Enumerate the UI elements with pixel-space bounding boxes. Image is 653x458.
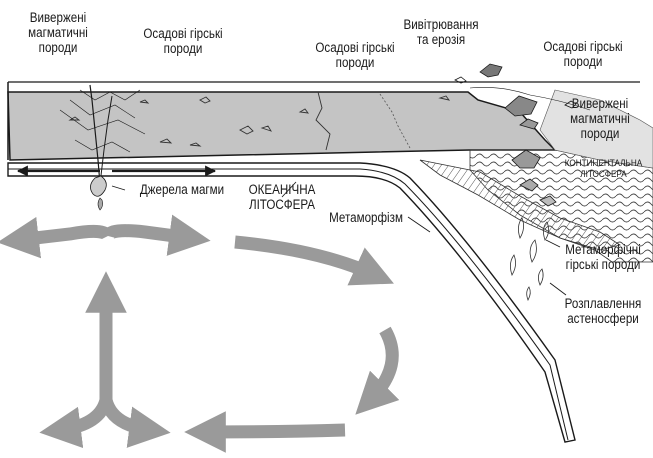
label-volcanic-left: Виверженi магматичнi породи <box>17 10 100 55</box>
label-melting: Розплавлення астеносфери <box>560 296 646 326</box>
convection-arrow-bottom-center-right <box>106 400 150 430</box>
label-volcanic-right: Виверженi магматичнi породи <box>557 96 643 141</box>
convection-arrow-left-up <box>18 231 108 240</box>
convection-arrow-right-down <box>370 330 392 400</box>
convection-arrow-bottom-left <box>205 430 345 432</box>
label-magma-sources: Джерела магми <box>132 182 232 197</box>
label-sedimentary-3: Осадовi гiрськi породи <box>527 39 639 69</box>
convection-arrow-right-up <box>108 231 190 238</box>
convection-arrow-bottom-center-left <box>60 400 106 430</box>
label-metamorphism: Метаморфiзм <box>325 210 408 225</box>
label-sedimentary-1: Осадовi гiрськi породи <box>127 26 239 56</box>
label-continental: КОНТИНЕНТАЛЬНА ЛIТОСФЕРА <box>561 158 646 180</box>
label-weathering: Вивiтрювання та ерозiя <box>394 17 489 47</box>
convection-arrows <box>18 231 392 432</box>
label-oceanic: ОКЕАНIЧНА ЛIТОСФЕРА <box>239 182 325 212</box>
label-metamorphic-rocks: Метаморфiчнi гiрськi породи <box>560 242 646 272</box>
convection-arrow-top-right <box>235 242 375 275</box>
